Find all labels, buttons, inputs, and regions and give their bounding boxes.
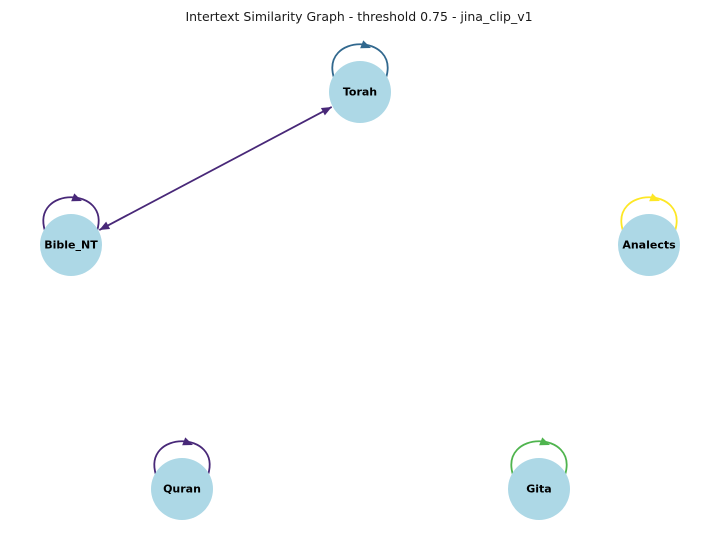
edge-arrowhead-bible_nt xyxy=(99,221,111,231)
chart-title: Intertext Similarity Graph - threshold 0… xyxy=(185,9,532,24)
self-loop-arrowhead-analects xyxy=(649,193,660,202)
self-loop-gita xyxy=(510,440,568,476)
graph-node-quran xyxy=(151,458,213,520)
self-loop-arrowhead-quran xyxy=(182,437,193,446)
edge-bible_nt-torah xyxy=(98,106,333,231)
graph-node-bible_nt xyxy=(40,214,102,276)
node-label-bible_nt: Bible_NT xyxy=(44,239,98,252)
self-loop-arrowhead-torah xyxy=(360,40,371,49)
node-label-gita: Gita xyxy=(526,483,551,496)
edge-arrowhead-torah xyxy=(320,106,332,116)
graph-node-torah xyxy=(329,61,391,123)
self-loop-arrowhead-gita xyxy=(539,437,550,446)
self-loop-arrowhead-bible_nt xyxy=(71,193,82,202)
self-loop-analects xyxy=(620,196,678,232)
self-loop-torah xyxy=(331,43,389,79)
node-label-analects: Analects xyxy=(622,239,676,252)
node-label-torah: Torah xyxy=(343,86,377,99)
self-loop-quran xyxy=(153,440,211,476)
graph-node-gita xyxy=(508,458,570,520)
node-label-quran: Quran xyxy=(163,483,201,496)
self-loop-bible_nt xyxy=(42,196,100,232)
graph-node-analects xyxy=(618,214,680,276)
